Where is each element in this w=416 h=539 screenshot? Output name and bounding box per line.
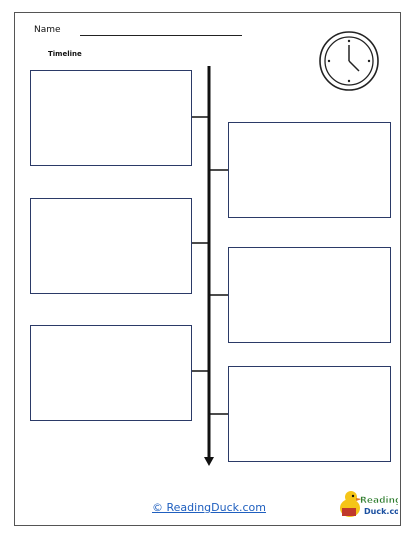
clock-icon — [319, 31, 379, 91]
reading-duck-logo: Reading Duck.com — [340, 491, 398, 517]
event-box-6[interactable] — [228, 366, 391, 462]
event-box-3[interactable] — [30, 198, 192, 294]
name-label: Name — [34, 25, 61, 35]
page-title: Timeline — [48, 50, 82, 58]
event-box-2[interactable] — [228, 122, 391, 218]
worksheet-border — [14, 12, 401, 526]
footer-link[interactable]: © ReadingDuck.com — [152, 501, 266, 514]
event-box-4[interactable] — [228, 247, 391, 343]
event-box-1[interactable] — [30, 70, 192, 166]
logo-text-2: Duck.com — [364, 507, 398, 516]
logo-text-1: Reading — [360, 496, 398, 506]
name-field-line[interactable] — [80, 35, 242, 36]
event-box-5[interactable] — [30, 325, 192, 421]
